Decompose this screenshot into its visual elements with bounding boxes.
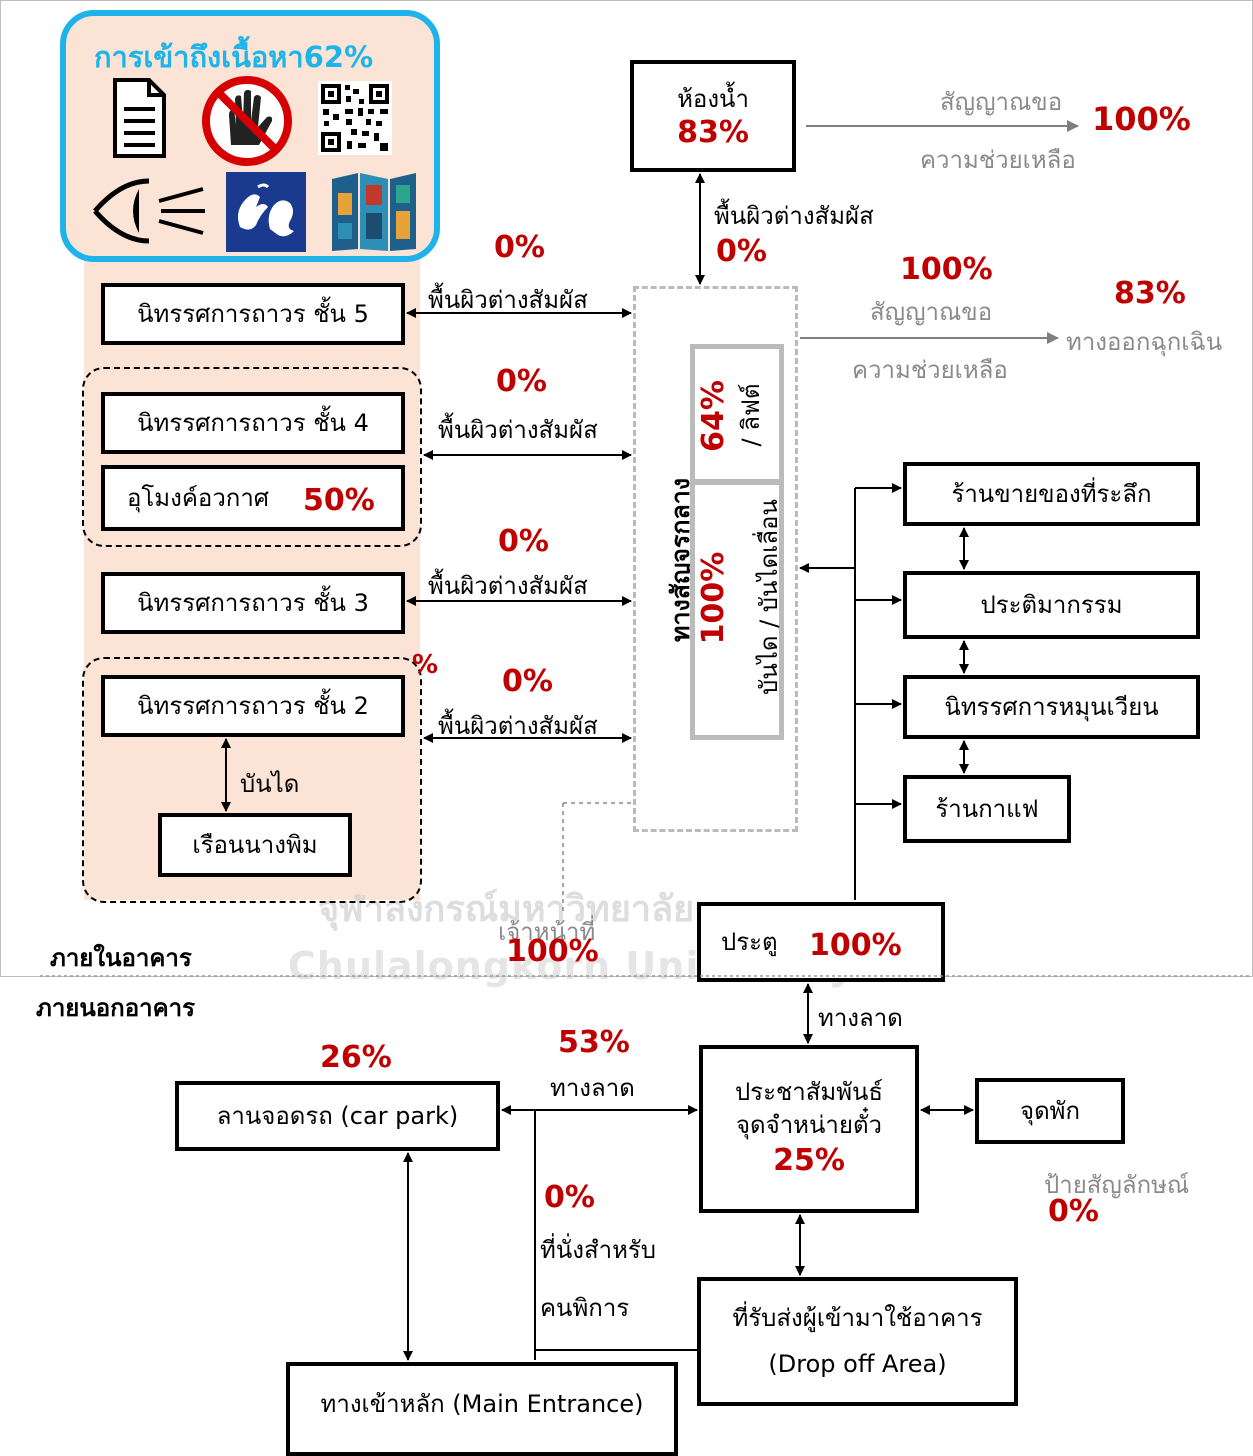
planetarium-box[interactable]: อุโมงค์อวกาศ 50% bbox=[101, 465, 405, 531]
car-park-label: ลานจอดรถ (car park) bbox=[216, 1101, 459, 1130]
partial-percentage: % bbox=[412, 650, 439, 680]
help-signal-mid-line1: สัญญาณขอ bbox=[870, 298, 993, 326]
drop-off-box[interactable]: ที่รับส่งผู้เข้ามาใช้อาคาร (Drop off Are… bbox=[697, 1277, 1018, 1406]
floor3-label: นิทรรศการถาวร ชั้น 3 bbox=[137, 588, 369, 617]
dashed-group-floor4 bbox=[82, 367, 422, 547]
floor4-label: นิทรรศการถาวร ชั้น 4 bbox=[137, 408, 369, 437]
central-circulation-zone bbox=[633, 286, 798, 832]
document-icon bbox=[106, 74, 172, 162]
planetarium-label: อุโมงค์อวกาศ bbox=[127, 483, 270, 512]
permanent-exhibit-floor2[interactable]: นิทรรศการถาวร ชั้น 2 bbox=[101, 675, 405, 737]
brochure-icon bbox=[326, 170, 422, 254]
ramp-mid-label: ทางลาด bbox=[550, 1074, 635, 1102]
ramp-mid-percentage: 53% bbox=[558, 1025, 630, 1060]
rest-point-label: จุดพัก bbox=[1020, 1096, 1080, 1125]
planetarium-percentage: 50% bbox=[303, 483, 375, 518]
sculpture-box[interactable]: ประติมากรรม bbox=[903, 571, 1200, 639]
rotating-exhibit-label: นิทรรศการหมุนเวียน bbox=[944, 692, 1159, 721]
help-signal-mid-percentage: 100% bbox=[900, 252, 993, 287]
dashed-group-floor2 bbox=[82, 657, 422, 903]
rotating-exhibit-box[interactable]: นิทรรศการหมุนเวียน bbox=[903, 675, 1200, 739]
tactile-floor5-percentage: 0% bbox=[494, 230, 545, 265]
signage-percentage: 0% bbox=[1048, 1194, 1099, 1229]
staff-percentage: 100% bbox=[506, 934, 599, 969]
watermark-thai: จุฬาลงกรณ์มหาวิทยาลัย bbox=[318, 889, 695, 930]
inside-building-label: ภายในอาคาร bbox=[50, 944, 192, 972]
drop-off-line1: ที่รับส่งผู้เข้ามาใช้อาคาร bbox=[732, 1303, 983, 1332]
restroom-percentage: 83% bbox=[677, 114, 749, 150]
tactile-floor2-percentage: 0% bbox=[502, 664, 553, 699]
restroom-box: ห้องน้ำ 83% bbox=[630, 60, 796, 172]
seating-percentage: 0% bbox=[544, 1180, 595, 1215]
cafe-box[interactable]: ร้านกาแฟ bbox=[903, 775, 1071, 843]
emergency-exit-percentage: 83% bbox=[1114, 276, 1186, 311]
souvenir-shop-label: ร้านขายของที่ระลึก bbox=[951, 479, 1152, 508]
staff-label: เจ้าหน้าที่ bbox=[498, 918, 596, 946]
seating-line2: คนพิการ bbox=[540, 1294, 630, 1322]
doll-house-label: เรือนนางพิม bbox=[192, 830, 318, 859]
accessibility-title: การเข้าถึงเนื้อหา62% bbox=[94, 40, 374, 74]
car-park-percentage: 26% bbox=[320, 1040, 392, 1075]
floor2-label: นิทรรศการถาวร ชั้น 2 bbox=[137, 691, 369, 720]
main-entrance-box[interactable]: ทางเข้าหลัก (Main Entrance) bbox=[286, 1362, 678, 1456]
help-signal-top-line1: สัญญาณขอ bbox=[940, 88, 1063, 116]
pr-line2: จุดจำหน่ายตั๋ว bbox=[735, 1110, 882, 1139]
door-percentage: 100% bbox=[809, 928, 902, 963]
help-signal-top-percentage: 100% bbox=[1092, 100, 1191, 138]
qr-code-icon bbox=[316, 78, 394, 158]
tactile-floor4-percentage: 0% bbox=[496, 364, 547, 399]
tactile-floor4-label: พื้นผิวต่างสัมผัส bbox=[438, 416, 598, 444]
cafe-label: ร้านกาแฟ bbox=[935, 794, 1039, 823]
doll-house-box[interactable]: เรือนนางพิม bbox=[158, 813, 352, 877]
door-box[interactable]: ประตู 100% bbox=[697, 902, 945, 982]
permanent-exhibit-floor4[interactable]: นิทรรศการถาวร ชั้น 4 bbox=[101, 392, 405, 454]
tactile-top-label: พื้นผิวต่างสัมผัส bbox=[714, 202, 874, 230]
stairs-link-label: บันได bbox=[240, 770, 300, 798]
sign-language-icon bbox=[226, 172, 306, 252]
floor5-label: นิทรรศการถาวร ชั้น 5 bbox=[137, 299, 369, 328]
outside-building-label: ภายนอกอาคาร bbox=[36, 994, 196, 1022]
pr-ticket-box[interactable]: ประชาสัมพันธ์ จุดจำหน่ายตั๋ว 25% bbox=[699, 1045, 919, 1213]
audio-description-icon bbox=[90, 166, 212, 254]
signage-label: ป้ายสัญลักษณ์ bbox=[1044, 1171, 1190, 1199]
no-touch-icon bbox=[200, 74, 294, 168]
tactile-top-percentage: 0% bbox=[716, 234, 767, 269]
seating-line1: ที่นั่งสำหรับ bbox=[540, 1236, 657, 1264]
main-entrance-label: ทางเข้าหลัก (Main Entrance) bbox=[320, 1389, 644, 1418]
souvenir-shop-box[interactable]: ร้านขายของที่ระลึก bbox=[903, 462, 1200, 526]
permanent-exhibit-floor3[interactable]: นิทรรศการถาวร ชั้น 3 bbox=[101, 572, 405, 634]
tactile-floor3-label: พื้นผิวต่างสัมผัส bbox=[428, 572, 588, 600]
pr-line1: ประชาสัมพันธ์ bbox=[734, 1078, 884, 1107]
accessibility-panel: การเข้าถึงเนื้อหา62% bbox=[60, 10, 440, 262]
sculpture-label: ประติมากรรม bbox=[980, 590, 1123, 619]
permanent-exhibit-floor5[interactable]: นิทรรศการถาวร ชั้น 5 bbox=[101, 283, 405, 345]
drop-off-line2: (Drop off Area) bbox=[768, 1349, 947, 1378]
door-label: ประตู bbox=[721, 927, 778, 956]
rest-point-box[interactable]: จุดพัก bbox=[975, 1078, 1125, 1144]
help-signal-mid-line2: ความช่วยเหลือ bbox=[852, 356, 1008, 384]
emergency-exit-label: ทางออกฉุกเฉิน bbox=[1066, 328, 1223, 356]
tactile-floor3-percentage: 0% bbox=[498, 524, 549, 559]
car-park-box[interactable]: ลานจอดรถ (car park) bbox=[175, 1081, 500, 1151]
help-signal-top-line2: ความช่วยเหลือ bbox=[920, 146, 1076, 174]
restroom-label: ห้องน้ำ bbox=[677, 85, 749, 114]
pr-percentage: 25% bbox=[773, 1143, 845, 1179]
ramp-top-label: ทางลาด bbox=[818, 1004, 903, 1032]
stairs-box bbox=[690, 480, 784, 740]
